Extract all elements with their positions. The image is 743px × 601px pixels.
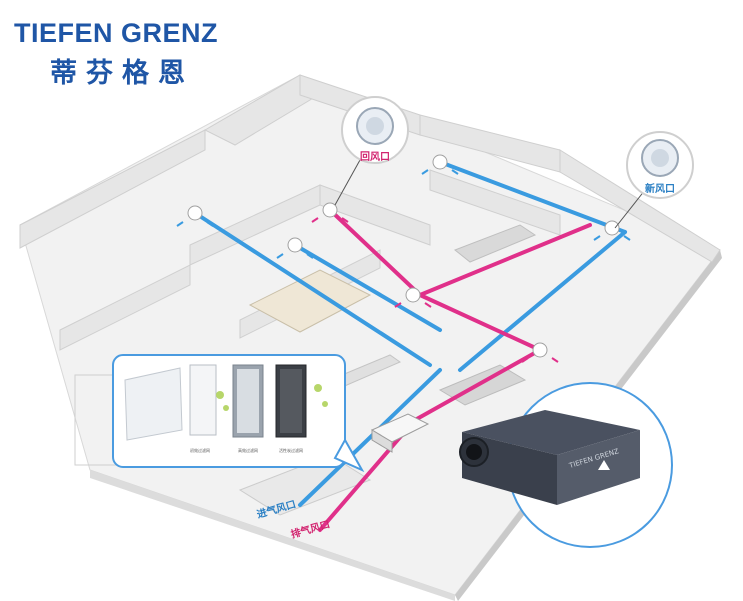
unit-side [557,430,640,505]
fresh-air-ducts [193,160,627,507]
floor-slab-edge [90,470,455,601]
brand-logo: TIEFEN GRENZ 蒂芬格恩 [14,18,254,90]
ventilation-unit-callout: TIEFEN GRENZ [459,382,673,548]
filter-panel-pointer [333,437,365,473]
return-air-label: 回风口 [360,151,390,163]
brand-name-en: TIEFEN GRENZ [14,18,219,48]
flow-arrows [176,169,631,363]
return-air-callout: 回风口 [334,96,409,206]
diffuser-6 [405,287,421,303]
diffuser-7 [532,342,548,358]
diffuser-4 [432,154,448,170]
filter-sheets [124,364,328,441]
filter-caption-3: 活性炭过滤网 [279,447,303,453]
filter-caption-1: 初效过滤网 [190,447,210,453]
filter-caption-2: 高效过滤网 [238,447,258,453]
diffuser-1 [187,205,203,221]
air-diffusers [187,154,620,358]
diffuser-5 [604,220,620,236]
diffuser-3 [287,237,303,253]
fresh-air-callout: 新风口 [614,131,694,229]
kitchen-counter [454,224,537,263]
fresh-air-label: 新风口 [645,182,675,195]
brand-name-cn: 蒂芬格恩 [50,58,194,89]
bed [248,269,372,333]
furniture [74,224,537,516]
filter-panel: 初效过滤网 高效过滤网 活性炭过滤网 [112,354,365,473]
warning-label [598,460,610,470]
diffuser-2 [322,202,338,218]
unit-top [462,410,640,455]
